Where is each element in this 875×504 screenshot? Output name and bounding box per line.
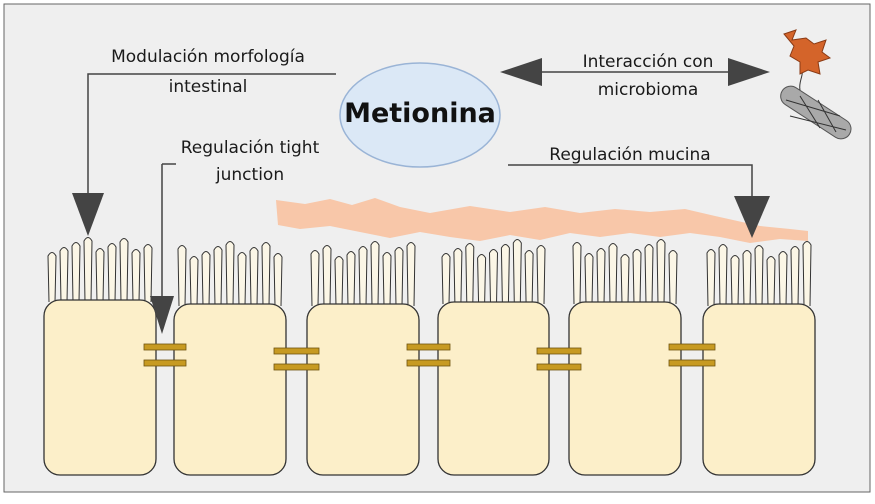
epithelial-cell <box>568 301 682 476</box>
microvillus <box>790 246 800 307</box>
tight-junction-arrowhead <box>150 296 174 334</box>
epithelial-cell <box>43 299 157 476</box>
tight-junction-label-line2: junction <box>215 165 285 185</box>
tight-junction-bar <box>273 363 320 371</box>
microvillus <box>802 241 812 307</box>
tight-junction-bar <box>406 343 451 351</box>
microvillus <box>572 242 582 305</box>
microvillus <box>465 243 475 305</box>
morphology-connector <box>87 73 336 195</box>
microvillus <box>766 256 776 307</box>
morphology-label-line1: Modulación morfología <box>111 47 305 67</box>
mucin-arrowhead <box>734 196 770 238</box>
microvillus <box>119 238 129 303</box>
tight-junction-bar <box>536 347 582 355</box>
microvillus <box>83 237 93 303</box>
microvillus <box>512 239 522 305</box>
microvillus <box>71 242 81 303</box>
microvillus <box>477 254 487 305</box>
microvillus <box>406 242 416 307</box>
microvillus <box>107 243 117 303</box>
morphology-arrowhead <box>72 193 104 236</box>
microvillus <box>668 250 678 305</box>
tight-junction-bar <box>273 347 320 355</box>
microvillus <box>524 250 534 305</box>
microvillus <box>441 253 451 305</box>
morphology-label-line2: intestinal <box>168 77 248 97</box>
tight-junction-bar <box>143 359 187 367</box>
mucin-connector <box>508 164 753 198</box>
microvillus <box>453 248 463 305</box>
microvillus <box>632 249 642 305</box>
microvilli <box>47 237 812 307</box>
microvillus <box>358 246 368 307</box>
microvillus <box>778 251 788 307</box>
microvillus <box>730 255 740 307</box>
microvillus <box>742 250 752 307</box>
tight-junction-bar <box>668 343 716 351</box>
microvillus <box>95 248 105 303</box>
epithelial-cell <box>173 303 287 476</box>
microvillus <box>584 253 594 305</box>
microvillus <box>201 251 211 307</box>
microvillus <box>656 239 666 305</box>
mucus-layer <box>276 198 808 243</box>
methionine-ellipse <box>339 62 501 168</box>
microvillus <box>225 241 235 307</box>
tight-junction-label-line1: Regulación tight <box>180 138 320 158</box>
epithelial-cell <box>702 303 816 476</box>
microvillus <box>273 253 283 307</box>
microvillus <box>59 247 69 303</box>
microvillus <box>346 251 356 307</box>
microvillus <box>310 250 320 307</box>
microvillus <box>249 247 259 307</box>
microvillus <box>382 252 392 307</box>
microvillus <box>596 248 606 305</box>
tight-junction-bar <box>406 359 451 367</box>
microvillus <box>261 242 271 307</box>
mucin-label: Regulación mucina <box>549 145 711 165</box>
microbiome-arrowhead-right <box>728 58 770 86</box>
tight-junction-bar <box>668 359 716 367</box>
microvillus <box>536 245 546 305</box>
microvillus <box>370 241 380 307</box>
microvillus <box>237 252 247 307</box>
tight-junctions <box>143 343 716 371</box>
microvillus <box>608 243 618 305</box>
microvillus <box>644 244 654 305</box>
microvillus <box>754 245 764 307</box>
epithelial-cell <box>437 301 550 476</box>
microvillus <box>189 256 199 307</box>
epithelial-cell <box>306 303 420 476</box>
microvillus <box>488 249 499 305</box>
microvillus <box>334 256 344 307</box>
microvillus <box>213 246 223 307</box>
bacteria-icon <box>780 29 852 140</box>
tight-junction-bar <box>143 343 187 351</box>
microvillus <box>500 244 510 305</box>
microvillus <box>394 247 404 307</box>
microbiome-label-line2: microbioma <box>597 80 699 100</box>
microvillus <box>143 244 153 303</box>
epithelial-cells <box>43 299 816 476</box>
microvillus <box>177 245 187 307</box>
microvillus <box>47 252 57 303</box>
microbiome-label-line1: Interacción con <box>582 52 714 72</box>
microbiome-arrowhead-left <box>500 58 542 86</box>
center-label: Metionina <box>344 98 496 129</box>
microvillus <box>322 245 332 307</box>
microvillus <box>131 249 141 303</box>
microvillus <box>706 249 716 307</box>
microvillus <box>718 244 728 307</box>
microvillus <box>620 254 630 305</box>
tight-junction-bar <box>536 363 582 371</box>
